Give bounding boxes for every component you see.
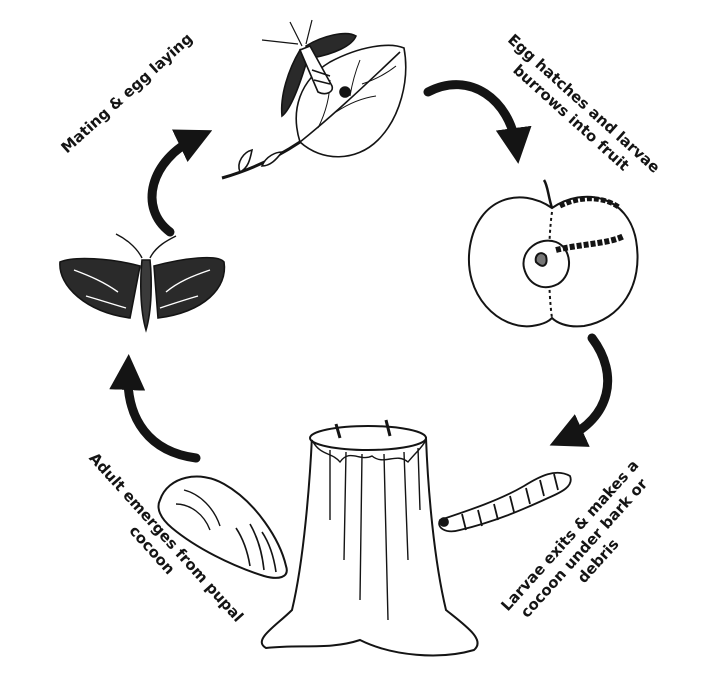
arrow-right	[549, 333, 612, 447]
apple-cross-section-illustration	[467, 179, 639, 328]
moth-wing-left	[59, 257, 141, 319]
moth-body	[140, 259, 152, 333]
moth-top-wing-left	[280, 48, 307, 118]
tree-stump-illustration	[260, 419, 479, 657]
moth-wing-right	[153, 256, 226, 319]
adult-moth-illustration	[59, 233, 226, 333]
moth-on-leaf-illustration	[221, 19, 407, 180]
arrow-top-right	[423, 80, 532, 164]
arrow-left-bottom	[109, 354, 201, 463]
arrow-left-top	[147, 129, 213, 237]
larva-tunnel	[555, 233, 626, 253]
pupal-cocoon-illustration	[157, 475, 288, 579]
moth-top-wing-right	[304, 32, 357, 59]
cycle-arrows	[109, 80, 612, 463]
larva-illustration	[438, 471, 572, 533]
